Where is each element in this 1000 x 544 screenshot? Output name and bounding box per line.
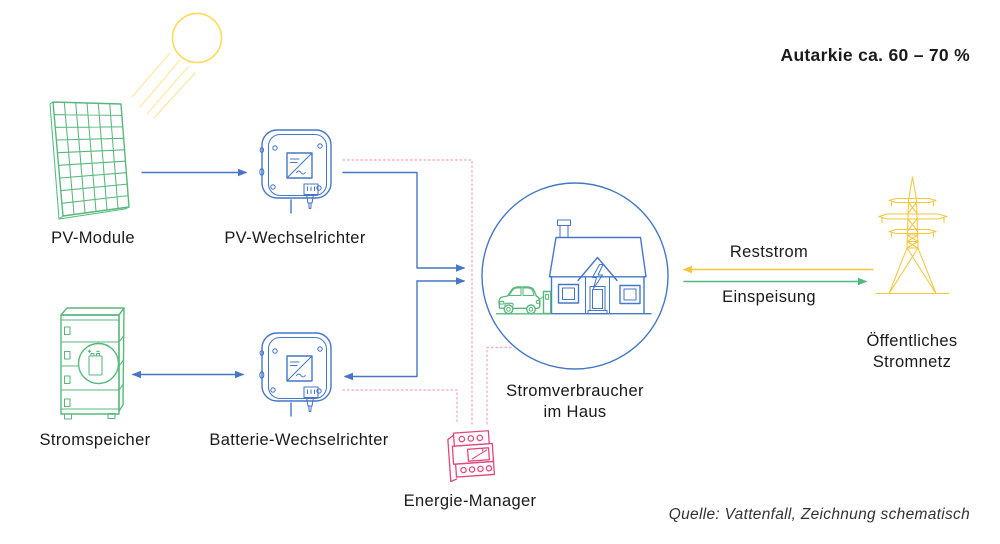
- einspeisung-label: Einspeisung: [722, 288, 816, 306]
- energy-manager-icon: [447, 430, 496, 483]
- pv-inverter-label: PV-Wechselrichter: [224, 229, 366, 247]
- reststrom-label: Reststrom: [729, 243, 809, 261]
- public-grid-label: Öffentliches Stromnetz: [866, 332, 958, 371]
- source-note: Quelle: Vattenfall, Zeichnung schematisc…: [668, 506, 970, 523]
- battery-inverter-signal-line: [342, 389, 458, 425]
- grid-pylon-icon: [875, 176, 950, 295]
- sun-icon: [131, 12, 223, 119]
- pv-module-label: PV-Module: [51, 229, 135, 247]
- battery-inverter-label: Batterie-Wechselrichter: [209, 431, 389, 449]
- battery-inverter-icon: [259, 332, 332, 417]
- pv-inverter-icon: [259, 129, 332, 214]
- autarky-note: Autarkie ca. 60 – 70 %: [780, 45, 970, 65]
- energy-manager-label: Energie-Manager: [403, 492, 537, 510]
- house-to-battery-inverter-line: [343, 280, 418, 381]
- house-icon: [481, 182, 669, 370]
- pv-inverter-to-house-line: [342, 171, 466, 272]
- storage-label: Stromspeicher: [39, 431, 151, 449]
- pv-inverter-signal-line: [342, 159, 473, 425]
- house-label: Stromverbraucher im Haus: [506, 382, 644, 421]
- storage-icon: [60, 307, 125, 420]
- house-signal-line: [486, 346, 514, 425]
- pv-module-icon: [49, 101, 130, 220]
